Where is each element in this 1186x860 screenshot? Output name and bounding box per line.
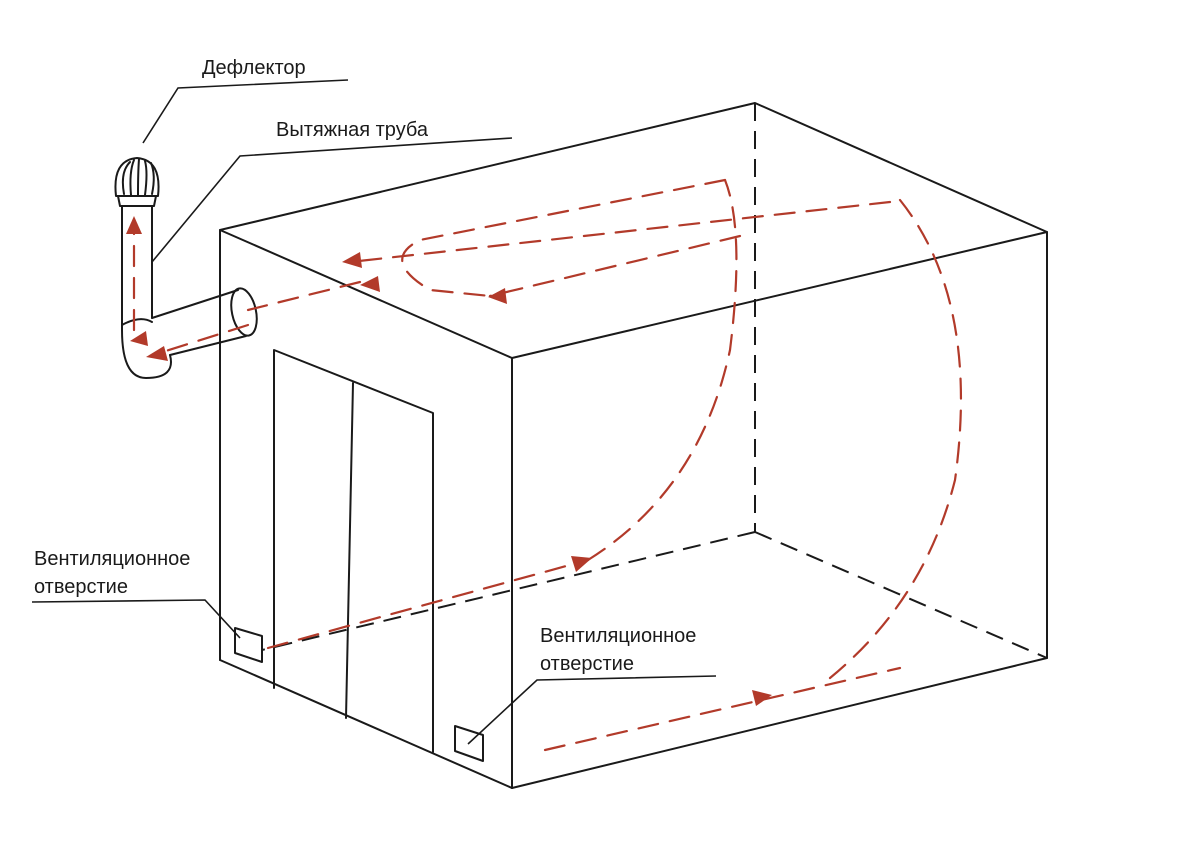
vent-opening-right: [454, 725, 484, 762]
label-vent-right-line2: отверстие: [540, 653, 634, 675]
box-bottom-right-edge: [511, 657, 1048, 789]
airflow-floor-path: [543, 666, 902, 752]
box-outline: [219, 102, 1048, 789]
door-divider: [345, 382, 354, 719]
label-vent-left-line1: Вентиляционное: [34, 548, 191, 570]
airflow-mid-return: [488, 234, 742, 298]
arrow-mid-return: [488, 288, 507, 304]
pipe-end-ellipse: [230, 287, 258, 337]
leader-vent-left: [31, 599, 241, 639]
airflow-left-floor: [266, 558, 590, 650]
vent-opening-left: [234, 627, 263, 663]
airflow-into-pipe: [246, 280, 362, 312]
leader-lines: [31, 79, 717, 745]
exhaust-pipe-assembly: [114, 157, 258, 379]
airflow-right-riser: [828, 198, 963, 680]
arrow-pipe-up: [126, 216, 142, 234]
label-exhaust-pipe: Вытяжная труба: [276, 119, 429, 141]
arrow-top-front-left: [360, 276, 380, 292]
airflow-pipe-horizontal: [148, 323, 250, 358]
arrow-left-floor: [571, 556, 592, 572]
arrow-into-pipe: [146, 346, 168, 361]
box-bottom-left-edge: [219, 659, 513, 789]
pipe-elbow-inner: [121, 318, 153, 326]
leader-exhaust-pipe: [151, 137, 513, 263]
label-vent-right-line1: Вентиляционное: [540, 625, 697, 647]
double-door: [273, 349, 434, 753]
airflow-top-back: [348, 200, 892, 264]
arrow-floor-right: [752, 690, 772, 706]
airflow-left-riser: [586, 178, 738, 562]
door-frame: [273, 349, 434, 753]
exhaust-pipe-horizontal: [151, 289, 247, 356]
leader-deflector: [142, 79, 349, 144]
label-vent-left-line2: отверстие: [34, 576, 128, 598]
box-hidden-edges: [261, 103, 1048, 659]
hidden-left-bottom-edge: [261, 531, 756, 651]
deflector-icon: [114, 157, 160, 207]
hidden-back-bottom-edge: [754, 531, 1048, 659]
arrow-pipe-elbow: [130, 331, 148, 346]
leader-vent-right: [467, 675, 717, 745]
label-deflector: Дефлектор: [202, 57, 306, 79]
airflow-paths: [126, 178, 963, 752]
arrow-top-left: [342, 252, 362, 268]
